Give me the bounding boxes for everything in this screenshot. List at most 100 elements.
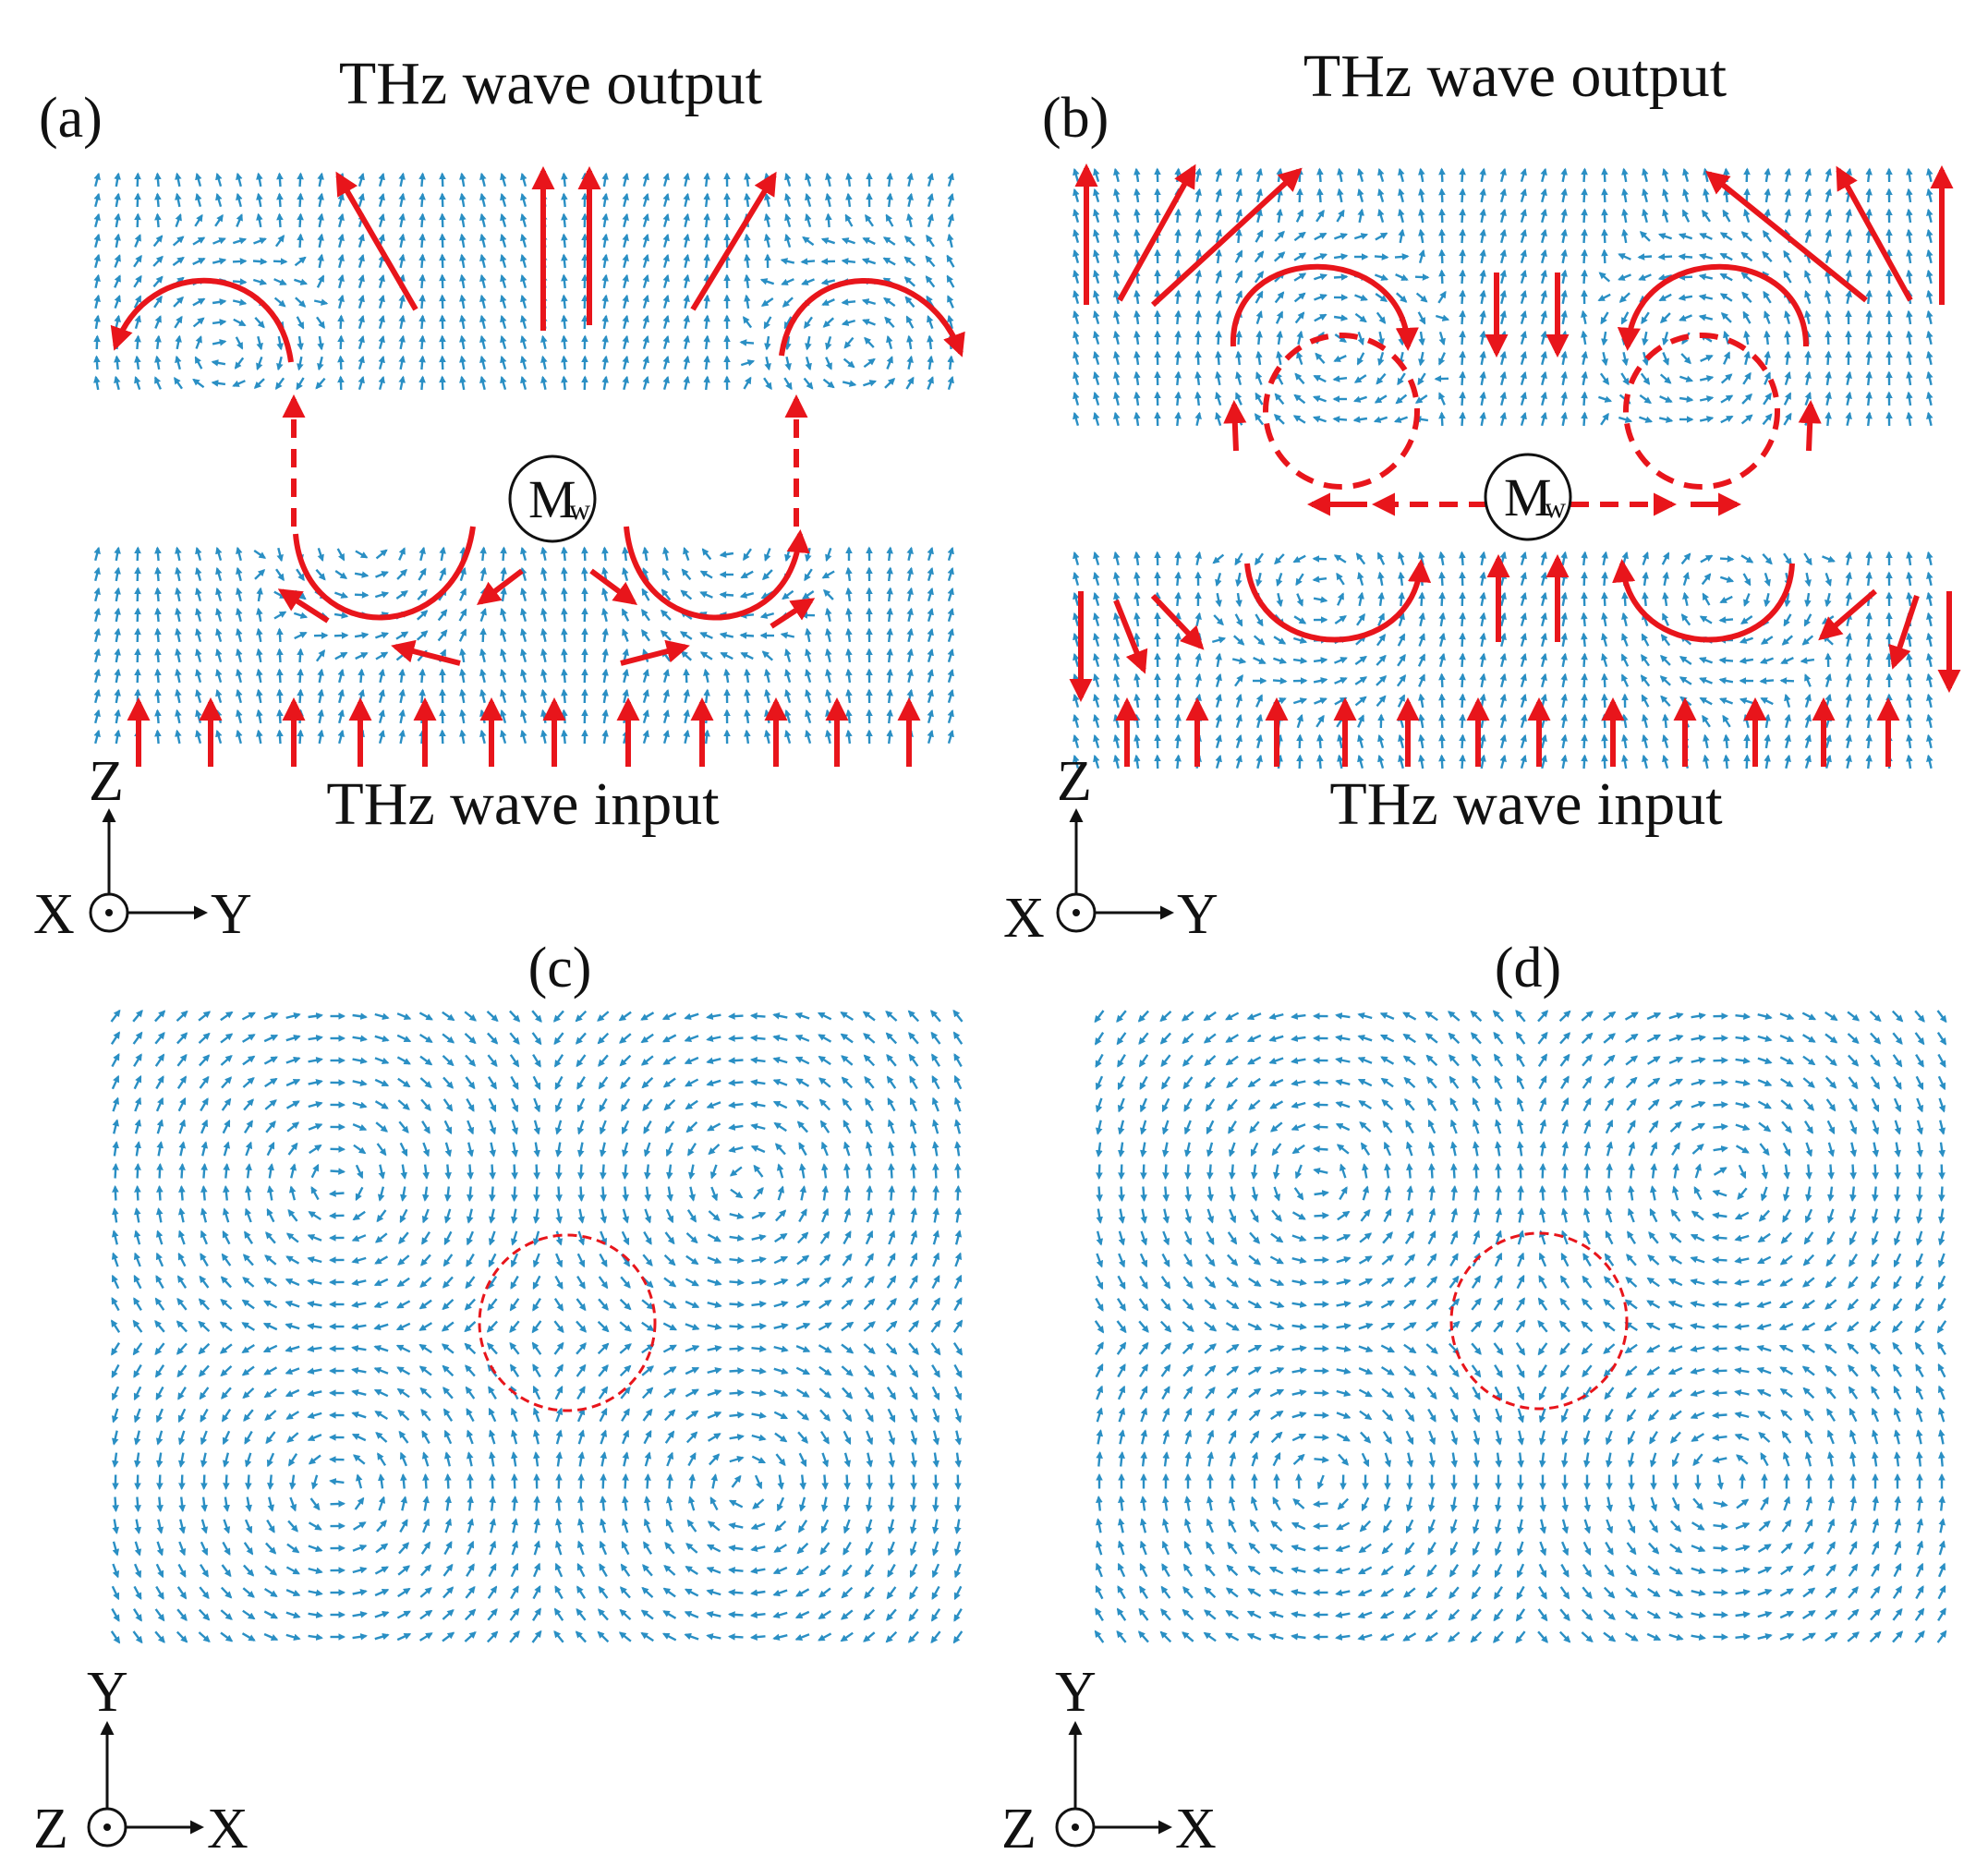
- field-vector-c: [422, 1496, 430, 1511]
- field-vector-b: [1659, 675, 1671, 686]
- panel-a-axis-out-label: X: [33, 883, 75, 946]
- field-vector-a: [459, 729, 467, 745]
- field-vector-a: [601, 253, 609, 269]
- field-vector-d: [1182, 1033, 1194, 1045]
- field-vector-b: [1254, 271, 1265, 284]
- field-vector-d: [1314, 1456, 1330, 1463]
- field-vector-c: [773, 1411, 789, 1420]
- field-vector-c: [244, 1452, 252, 1468]
- field-vector-b: [1353, 374, 1367, 383]
- field-vector-a: [906, 192, 914, 208]
- field-vector-c: [953, 1563, 962, 1579]
- field-vector-c: [931, 1275, 940, 1290]
- field-vector-b: [1113, 672, 1121, 688]
- field-vector-d: [1248, 1254, 1262, 1266]
- field-vector-b: [1784, 350, 1791, 366]
- field-vector-c: [177, 1563, 187, 1578]
- b-arc-arrow-left: [1223, 399, 1247, 452]
- field-vector-b: [1560, 330, 1568, 345]
- field-vector-a: [662, 212, 670, 228]
- field-vector-b: [1926, 551, 1933, 566]
- field-vector-a: [276, 648, 284, 663]
- field-vector-a: [297, 172, 304, 188]
- field-vector-d: [1138, 1585, 1149, 1599]
- field-vector-c: [841, 1343, 855, 1354]
- field-vector-c: [444, 1518, 453, 1533]
- field-vector-a: [134, 607, 141, 623]
- field-vector-d: [1894, 1540, 1902, 1556]
- field-vector-d: [1159, 1320, 1172, 1333]
- field-vector-b: [1215, 411, 1222, 427]
- field-vector-a: [114, 294, 121, 309]
- field-vector-a: [742, 316, 753, 329]
- field-vector-b: [1845, 632, 1852, 648]
- field-vector-d: [1606, 1519, 1614, 1534]
- field-vector-a: [276, 212, 284, 228]
- field-vector-a: [927, 566, 934, 582]
- field-vector-b: [1845, 693, 1852, 709]
- field-vector-d: [1205, 1387, 1216, 1400]
- field-vector-d: [1761, 1164, 1769, 1180]
- field-vector-c: [727, 1101, 744, 1109]
- field-vector-a: [416, 610, 429, 621]
- field-vector-b: [1926, 370, 1933, 386]
- field-vector-d: [1402, 1012, 1417, 1021]
- field-vector-d: [1516, 1074, 1525, 1090]
- field-vector-d: [1182, 1298, 1194, 1311]
- field-vector-d: [1849, 1407, 1858, 1423]
- field-vector-b: [1723, 167, 1730, 183]
- field-vector-c: [510, 1275, 519, 1290]
- field-vector-d: [1117, 1385, 1126, 1400]
- field-vector-b: [1353, 233, 1369, 240]
- field-vector-b: [1926, 754, 1933, 769]
- field-vector-a: [622, 668, 629, 684]
- field-vector-a: [398, 192, 406, 208]
- field-vector-c: [399, 1451, 408, 1467]
- field-vector-b: [1682, 167, 1690, 183]
- field-vector-d: [1096, 1407, 1104, 1423]
- field-vector-c: [400, 1164, 408, 1180]
- field-vector-c: [420, 1098, 431, 1111]
- field-vector-a: [784, 192, 792, 208]
- field-vector-d: [1427, 1541, 1436, 1556]
- field-vector-c: [531, 1607, 542, 1621]
- field-vector-d: [1096, 1164, 1103, 1181]
- field-vector-b: [1581, 269, 1588, 285]
- field-vector-d: [1716, 1474, 1725, 1490]
- field-vector-d: [1361, 1163, 1369, 1179]
- field-vector-a: [805, 335, 812, 351]
- field-vector-a: [479, 688, 487, 704]
- field-vector-d: [1581, 1320, 1594, 1332]
- field-vector-a: [744, 192, 751, 208]
- field-vector-d: [1826, 1208, 1835, 1224]
- field-vector-b: [1621, 591, 1629, 607]
- field-vector-a: [133, 254, 142, 268]
- field-vector-b: [1073, 350, 1080, 366]
- field-vector-a: [256, 192, 263, 208]
- field-vector-c: [373, 1366, 389, 1375]
- field-vector-a: [276, 547, 284, 563]
- field-vector-c: [554, 1275, 564, 1290]
- field-vector-c: [200, 1541, 209, 1557]
- field-vector-a: [134, 212, 141, 228]
- field-vector-c: [133, 1207, 141, 1223]
- field-vector-b: [1235, 572, 1242, 588]
- field-vector-d: [1118, 1164, 1125, 1181]
- field-vector-d: [1312, 1123, 1328, 1131]
- field-vector-c: [866, 1430, 874, 1446]
- field-vector-b: [1762, 230, 1773, 243]
- field-vector-a: [439, 688, 446, 704]
- field-vector-b: [1865, 289, 1873, 305]
- field-vector-b: [1276, 208, 1283, 224]
- field-vector-c: [509, 1010, 521, 1023]
- field-vector-b: [1073, 713, 1080, 729]
- field-vector-c: [706, 1588, 721, 1596]
- field-vector-b: [1581, 411, 1588, 427]
- field-vector-a: [236, 729, 243, 745]
- field-vector-a: [862, 319, 876, 326]
- field-vector-b: [1438, 208, 1446, 224]
- field-vector-a: [459, 172, 467, 188]
- field-vector-d: [1139, 1253, 1148, 1268]
- field-vector-d: [1558, 1010, 1571, 1023]
- field-vector-c: [621, 1540, 630, 1556]
